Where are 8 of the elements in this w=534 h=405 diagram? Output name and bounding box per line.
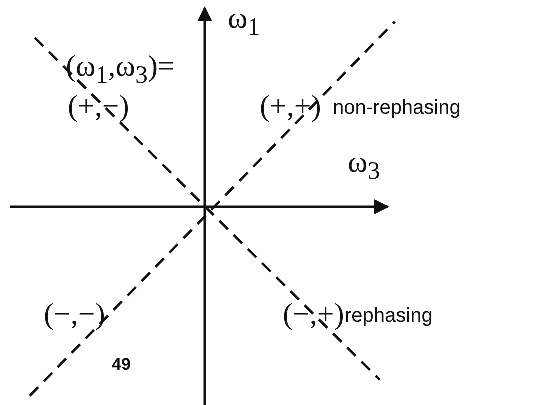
quadrant-label: (+,−) — [68, 92, 130, 122]
axis-label: ω$_{1}$ — [228, 4, 260, 40]
quadrant-label: (+,+) — [260, 92, 322, 122]
page-number: 49 — [112, 356, 131, 373]
axis-label: ω$_{3}$ — [348, 148, 380, 184]
quadrant-label: (−,+) — [283, 300, 344, 330]
quadrant-caption: non-rephasing — [333, 98, 461, 118]
quadrant-caption: rephasing — [345, 306, 433, 326]
